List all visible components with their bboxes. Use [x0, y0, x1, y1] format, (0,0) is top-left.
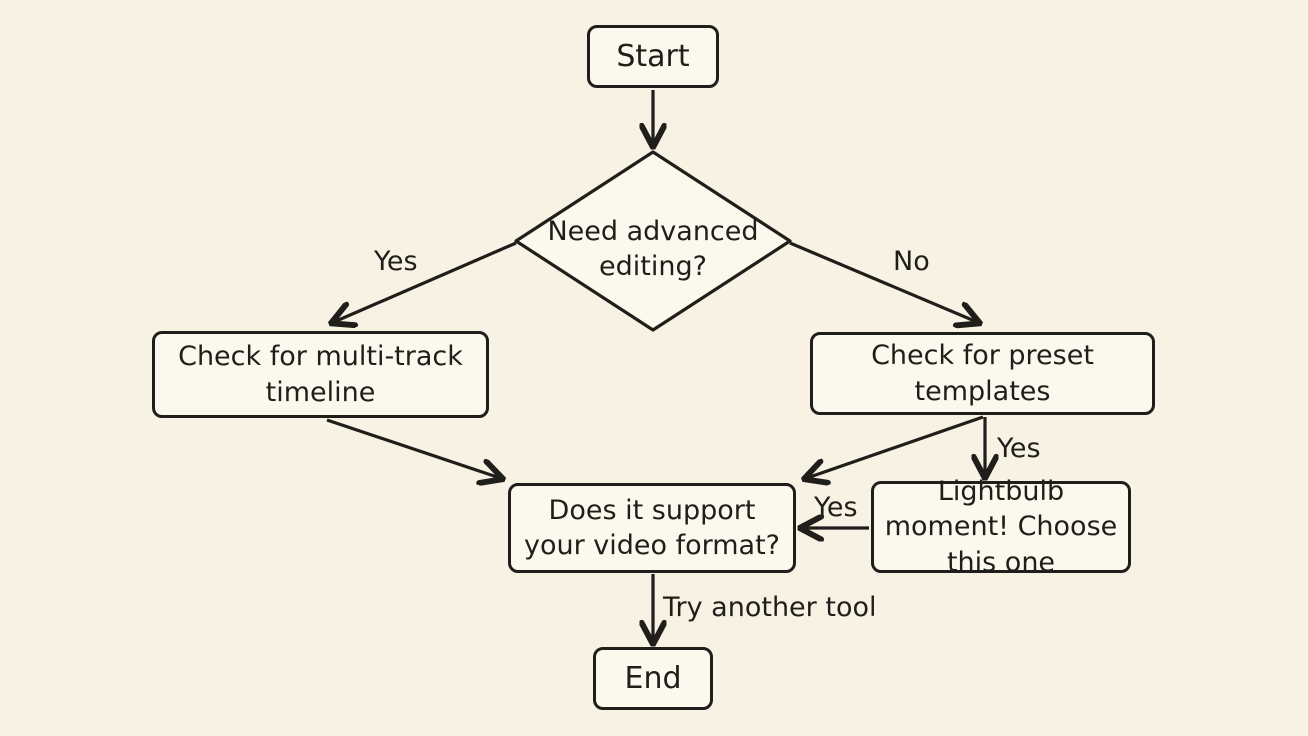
edge-label-yes-left: Yes: [374, 246, 418, 277]
edge-label-no-right: No: [893, 246, 930, 277]
edge-decision-to-multitrack: [334, 241, 517, 322]
node-decision-label: Need advanced editing?: [547, 216, 759, 283]
edge-multitrack-to-format: [326, 418, 500, 478]
node-check-preset-templates: Check for preset templates: [810, 332, 1155, 415]
node-end: End: [593, 647, 713, 710]
edge-label-try-another-tool: Try another tool: [663, 592, 877, 623]
decision-diamond: [514, 150, 792, 332]
node-lightbulb-moment: Lightbulb moment! Choose this one: [871, 476, 1131, 578]
node-start: Start: [587, 25, 719, 88]
edge-label-yes-horizontal: Yes: [814, 492, 858, 523]
node-video-format-question: Does it support your video format?: [508, 483, 796, 573]
node-check-multitrack-timeline: Check for multi-track timeline: [152, 331, 489, 418]
edge-decision-to-preset: [789, 241, 977, 322]
edge-label-yes-down: Yes: [997, 433, 1041, 464]
edge-preset-to-format: [807, 415, 984, 478]
